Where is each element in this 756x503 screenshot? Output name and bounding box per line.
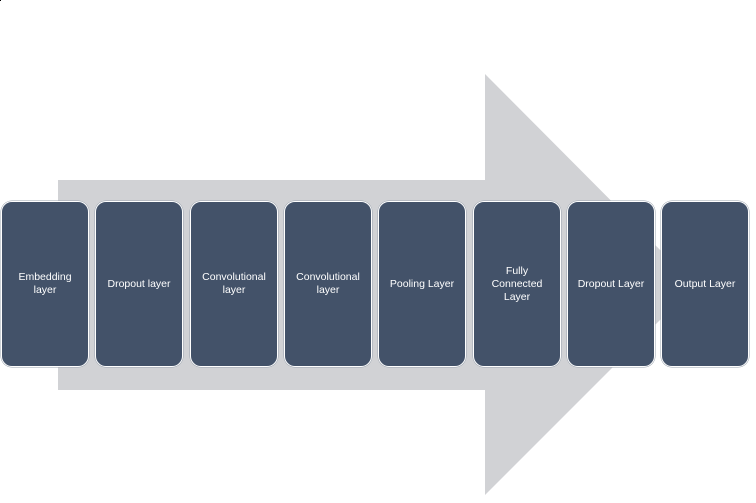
layer-label: Convolutional layer xyxy=(202,271,266,296)
layer-box-embedding: Embedding layer xyxy=(1,201,89,367)
layer-label: Dropout Layer xyxy=(577,277,645,290)
layer-label: Dropout layer xyxy=(107,277,171,290)
layer-box-convolutional-2: Convolutional layer xyxy=(284,201,372,367)
layer-label: Embedding layer xyxy=(18,271,72,296)
layer-box-fully-connected: Fully Connected Layer xyxy=(473,201,561,367)
arrow-shape xyxy=(58,74,695,495)
layer-label: Fully Connected Layer xyxy=(491,264,543,303)
layer-label: Output Layer xyxy=(674,277,736,290)
layer-box-output: Output Layer xyxy=(661,201,749,367)
corner-mark xyxy=(0,0,1,1)
layer-label: Convolutional layer xyxy=(296,271,360,296)
layer-box-dropout: Dropout layer xyxy=(95,201,183,367)
layer-label: Pooling Layer xyxy=(389,277,455,290)
layer-box-pooling: Pooling Layer xyxy=(378,201,466,367)
layer-box-dropout-2: Dropout Layer xyxy=(567,201,655,367)
layer-box-convolutional-1: Convolutional layer xyxy=(190,201,278,367)
